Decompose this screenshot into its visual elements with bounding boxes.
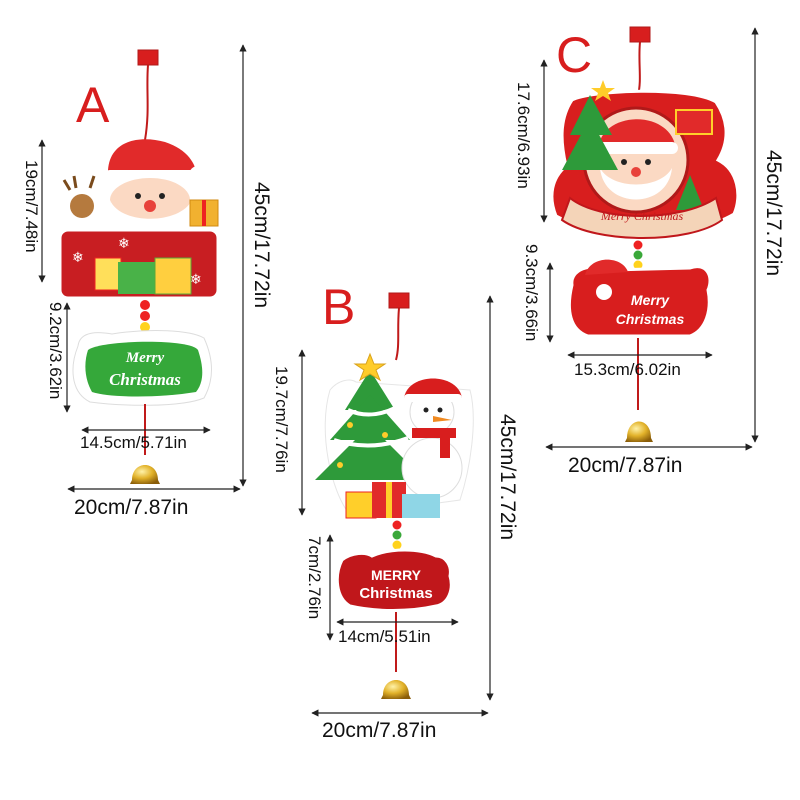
label-c: C (556, 27, 593, 83)
ornament-a: ❄ ❄ ❄ Merry Christmas (38, 44, 247, 493)
dim-c-top-height: 17.6cm/6.93in (514, 82, 533, 189)
ornament-c: Merry Christmas Merry Christmas (540, 26, 759, 451)
plaque-b (335, 548, 453, 612)
dim-a-plaque-width: 14.5cm/5.71in (80, 433, 187, 452)
dim-c-plaque-height: 9.3cm/3.66in (522, 244, 541, 342)
plaque-b-text-2: Christmas (359, 585, 432, 602)
bell-a (130, 465, 160, 484)
banner-c-text: Merry Christmas (600, 209, 684, 223)
svg-text:❄: ❄ (190, 271, 202, 287)
label-b: B (322, 279, 356, 335)
plaque-c-text-2: Christmas (616, 311, 685, 327)
string-b-top (395, 307, 400, 361)
star-b (353, 352, 387, 382)
string-c-top (637, 41, 641, 96)
svg-text:❄: ❄ (72, 249, 84, 265)
dim-b-plaque-height: 7cm/2.76in (305, 536, 324, 620)
dim-b-top-height: 19.7cm/7.76in (272, 366, 291, 473)
bell-c (625, 421, 653, 442)
hook-c (629, 26, 651, 43)
dim-a-total-height: 45cm/17.72in (250, 182, 273, 309)
plaque-a-text-1: Merry (125, 350, 165, 366)
santa-figure-a (62, 139, 219, 230)
plaque-a (85, 341, 203, 397)
ornament-b: MERRY Christmas (298, 292, 494, 717)
string-a-top (144, 64, 149, 141)
svg-text:❄: ❄ (118, 235, 130, 251)
label-a: A (76, 77, 110, 133)
plaque-a-text-2: Christmas (109, 370, 181, 389)
plaque-c-text-1: Merry (631, 292, 670, 308)
dim-b-total-height: 45cm/17.72in (496, 414, 519, 541)
dim-a-top-height: 19cm/7.48in (22, 160, 41, 253)
dim-c-total-width: 20cm/7.87in (568, 454, 683, 477)
plaque-b-text-1: MERRY (371, 567, 422, 583)
dim-c-plaque-width: 15.3cm/6.02in (574, 360, 681, 379)
dim-a-total-width: 20cm/7.87in (74, 496, 189, 519)
dim-b-plaque-width: 14cm/5.51in (338, 627, 431, 646)
dim-a-plaque-height: 9.2cm/3.62in (46, 302, 65, 400)
snowman-body-b (401, 437, 463, 499)
dim-c-total-height: 45cm/17.72in (762, 150, 785, 277)
tree-b-top (345, 370, 395, 410)
banner-c (560, 196, 724, 239)
hook-b (388, 292, 410, 309)
dim-b-total-width: 20cm/7.87in (322, 719, 437, 742)
bell-b (381, 680, 411, 699)
hook-a (137, 49, 159, 66)
